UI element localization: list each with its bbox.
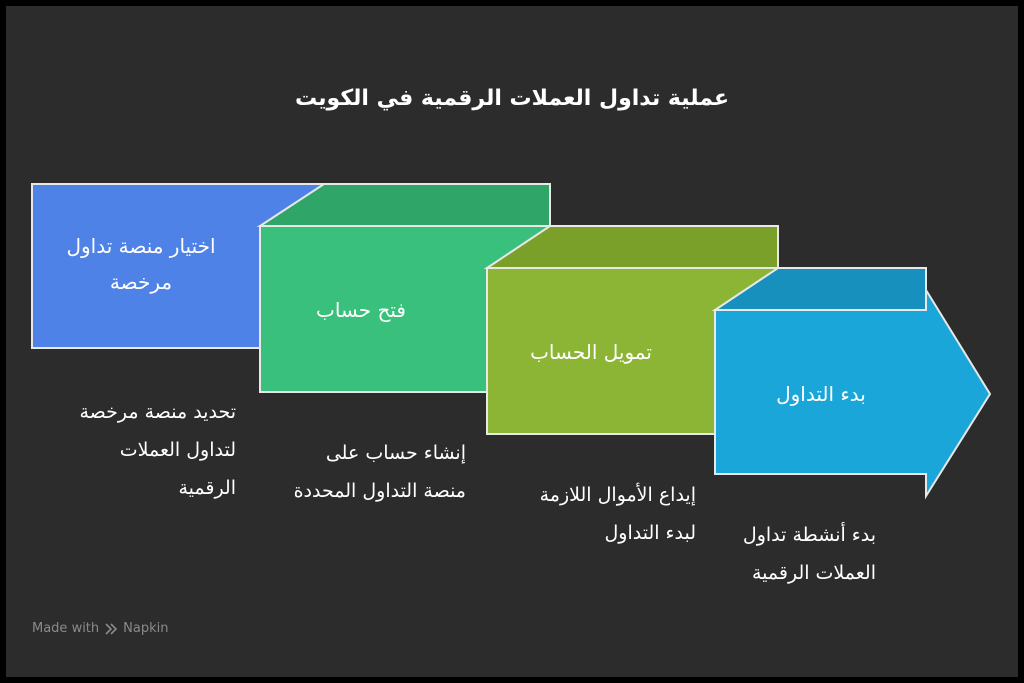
step-3-desc-line-1: إيداع الأموال اللازمة <box>539 484 696 506</box>
step-1-desc-line-1: تحديد منصة مرخصة <box>79 401 236 423</box>
step-2-label: فتح حساب <box>316 298 406 322</box>
step-4-desc-line-2: العملات الرقمية <box>751 562 876 584</box>
step-1-description: تحديد منصة مرخصة لتداول العملات الرقمية <box>36 393 236 507</box>
step-2-desc-line-1: إنشاء حساب على <box>325 442 466 464</box>
step-4-description: بدء أنشطة تداول العملات الرقمية <box>706 516 876 592</box>
step-1-desc-line-2: لتداول العملات <box>119 439 236 461</box>
step-4-label: بدء التداول <box>776 382 866 406</box>
step-3-description: إيداع الأموال اللازمة لبدء التداول <box>486 476 696 552</box>
process-diagram <box>31 183 992 500</box>
diagram-title: عملية تداول العملات الرقمية في الكويت <box>295 86 729 111</box>
step-1-label-line-2: مرخصة <box>109 270 173 294</box>
watermark[interactable]: Made with Napkin <box>32 621 168 636</box>
step-1-label: اختيار منصة تداول مرخصة <box>46 228 236 300</box>
step-3-label: تمويل الحساب <box>530 340 652 364</box>
step-4-desc-line-1: بدء أنشطة تداول <box>742 524 876 546</box>
step-4-arrow <box>714 286 992 500</box>
napkin-logo-icon <box>104 622 118 636</box>
step-1-desc-line-3: الرقمية <box>178 477 236 499</box>
step-2-desc-line-2: منصة التداول المحددة <box>293 480 466 502</box>
watermark-prefix: Made with <box>32 621 100 636</box>
step-2-description: إنشاء حساب على منصة التداول المحددة <box>256 434 466 510</box>
diagram-canvas: عملية تداول العملات الرقمية في الكويت اخ… <box>6 6 1018 677</box>
step-3-desc-line-2: لبدء التداول <box>604 522 696 544</box>
step-1-label-line-1: اختيار منصة تداول <box>66 234 216 258</box>
watermark-brand: Napkin <box>123 621 169 636</box>
